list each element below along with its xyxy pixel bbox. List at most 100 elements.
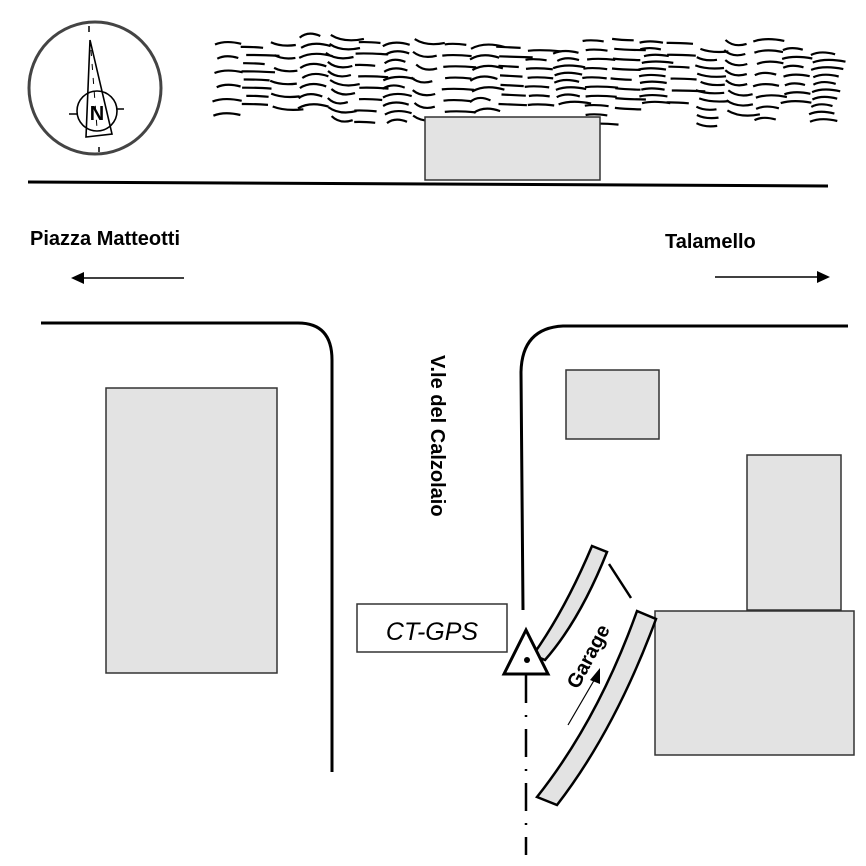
vegetation-stroke xyxy=(784,82,806,87)
triangle-benchmark-icon xyxy=(501,626,551,676)
vegetation-stroke xyxy=(524,85,550,89)
vegetation-stroke xyxy=(359,86,389,90)
vegetation-stroke xyxy=(214,40,242,46)
vegetation-stroke xyxy=(415,63,438,71)
vegetation-stroke xyxy=(242,86,272,90)
north-arrow-icon xyxy=(85,39,113,138)
vegetation-stroke xyxy=(611,37,634,42)
vegetation-stroke xyxy=(810,66,844,71)
vegetation-stroke xyxy=(811,95,838,101)
vegetation-stroke xyxy=(724,59,748,67)
vegetation-stroke xyxy=(383,58,406,65)
vegetation-stroke xyxy=(723,49,746,57)
vegetation-stroke xyxy=(240,45,264,49)
vegetation-stroke xyxy=(241,70,276,74)
vegetation-stroke xyxy=(444,42,467,46)
left-arrow-icon xyxy=(71,272,184,284)
vegetation-stroke xyxy=(812,81,837,86)
vegetation-stroke xyxy=(299,82,327,90)
vegetation-stroke xyxy=(330,88,356,96)
vegetation-stroke xyxy=(639,40,664,44)
vegetation-stroke xyxy=(810,51,836,57)
vegetation-stroke xyxy=(670,77,697,81)
vegetation-stroke xyxy=(809,118,838,123)
vegetation-stroke xyxy=(272,105,304,111)
vegetation-stroke xyxy=(382,41,411,48)
vegetation-stroke xyxy=(443,65,477,69)
vegetation-stroke xyxy=(525,58,547,62)
vegetation-stroke xyxy=(299,62,327,69)
vegetation-stroke xyxy=(582,39,604,43)
vegetation-stroke xyxy=(270,92,300,99)
compass-ring xyxy=(27,20,163,156)
vegetation-stroke xyxy=(727,89,753,97)
vegetation-stroke xyxy=(754,71,777,77)
vegetation-stroke xyxy=(471,86,505,93)
vegetation-stroke xyxy=(414,38,446,46)
vegetation-stroke xyxy=(696,72,727,78)
vegetation-stroke xyxy=(528,94,550,98)
vegetation-stroke xyxy=(444,110,476,114)
vegetation-stroke xyxy=(781,55,813,60)
vegetation-stroke xyxy=(724,69,748,77)
vegetation-stroke xyxy=(694,64,725,70)
vegetation-stroke xyxy=(358,75,389,79)
vegetation-stroke xyxy=(552,64,586,70)
vegetation-stroke xyxy=(527,103,555,107)
vegetation-stroke xyxy=(273,66,298,73)
vegetation-stroke xyxy=(639,93,668,98)
vegetation-stroke xyxy=(212,112,241,117)
vegetation-stroke xyxy=(216,55,239,60)
vegetation-stroke xyxy=(383,67,408,73)
vegetation-stroke xyxy=(442,53,472,58)
vegetation-stroke xyxy=(527,49,561,53)
vegetation-stroke xyxy=(641,60,674,64)
vegetation-stroke xyxy=(501,93,526,97)
vegetation-stroke xyxy=(640,87,665,91)
vegetation-stroke xyxy=(752,38,785,43)
vegetation-stroke xyxy=(614,106,642,111)
vegetation-stroke xyxy=(441,87,475,91)
vegetation-stroke xyxy=(811,88,841,94)
vegetation-stroke xyxy=(668,65,690,69)
vegetation-stroke xyxy=(214,69,243,75)
vegetation-stroke xyxy=(216,83,241,89)
vegetation-stroke xyxy=(327,70,352,78)
vegetation-stroke xyxy=(810,103,833,108)
vegetation-stroke xyxy=(784,91,811,96)
vegetation-stroke xyxy=(384,50,410,56)
vegetation-stroke xyxy=(443,99,471,103)
vegetation-stroke xyxy=(639,46,662,51)
garage-ramp-wall-north xyxy=(531,544,609,662)
vegetation-stroke xyxy=(297,93,323,100)
vegetation-stroke xyxy=(270,41,296,47)
vegetation-stroke xyxy=(555,86,587,91)
vegetation-stroke xyxy=(354,120,376,124)
right-destination-label: Talamello xyxy=(665,231,756,253)
street-label: V.le del Calzolaio xyxy=(426,355,448,517)
vegetation-stroke xyxy=(386,118,408,125)
vegetation-stroke xyxy=(382,92,413,99)
vegetation-stroke xyxy=(469,96,491,104)
garage-direction-arrow-icon xyxy=(567,668,600,726)
vegetation-stroke xyxy=(696,56,718,62)
vegetation-stroke xyxy=(755,94,788,99)
vegetation-stroke xyxy=(585,48,608,52)
vegetation-stroke xyxy=(499,55,533,59)
vegetation-stroke xyxy=(755,105,780,110)
vegetation-stroke xyxy=(358,97,383,102)
vegetation-stroke xyxy=(469,75,498,82)
vegetation-stroke xyxy=(354,109,377,113)
vegetation-stroke xyxy=(558,100,592,106)
vegetation-stroke xyxy=(556,57,580,62)
vegetation-stroke xyxy=(552,49,579,55)
vegetation-stroke xyxy=(780,100,812,105)
compass-north-label: N xyxy=(90,103,104,125)
vegetation-stroke xyxy=(241,102,269,106)
road-east-curb xyxy=(519,324,848,611)
vegetation-stroke xyxy=(582,76,607,80)
vegetation-stroke xyxy=(700,80,725,87)
vegetation-stroke xyxy=(554,71,583,77)
vegetation-stroke xyxy=(695,89,725,95)
